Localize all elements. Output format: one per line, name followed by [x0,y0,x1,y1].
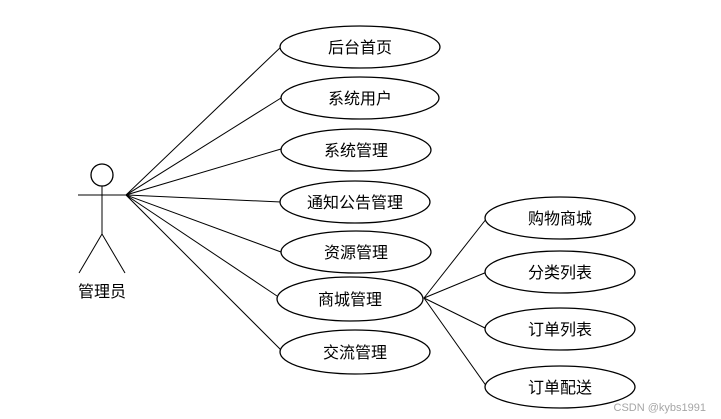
assoc-line-7 [125,194,282,351]
assoc-line-2 [125,97,282,196]
use-case-label: 系统用户 [328,89,392,108]
actor-figure [78,163,126,274]
watermark-text: CSDN @kybs1991 [614,402,706,414]
assoc-line-4 [125,194,282,203]
use-case-1[interactable]: 后台首页 [279,25,441,69]
actor-associations [125,44,284,351]
use-case-label: 购物商城 [528,209,592,228]
use-case-3[interactable]: 系统管理 [280,128,432,172]
assoc-line-5 [125,194,282,253]
mall-assoc-line-4 [423,297,488,388]
assoc-line-6 [125,194,278,297]
mall-assoc-line-1 [423,217,488,299]
actor-right-leg [101,233,126,274]
use-case-label: 系统管理 [324,141,388,160]
mall-sub-use-case-2[interactable]: 分类列表 [484,250,636,294]
use-case-label: 交流管理 [323,343,387,362]
actor-left-leg [78,233,103,274]
mall-sub-use-case-3[interactable]: 订单列表 [484,307,636,351]
use-case-label: 通知公告管理 [307,193,403,212]
use-case-4[interactable]: 通知公告管理 [279,180,431,224]
mall-associations [423,217,488,388]
use-case-label: 后台首页 [328,38,392,57]
use-case-label: 订单列表 [528,320,592,339]
use-case-7[interactable]: 交流管理 [279,329,431,375]
mall-assoc-line-3 [423,297,488,330]
assoc-line-3 [125,148,282,196]
use-case-6[interactable]: 商城管理 [276,276,424,322]
use-case-5[interactable]: 资源管理 [280,230,432,274]
actor-head [90,163,114,187]
use-case-label: 分类列表 [528,263,592,282]
mall-sub-use-case-4[interactable]: 订单配送 [484,365,636,409]
assoc-line-1 [125,44,284,196]
use-case-label: 资源管理 [324,243,388,262]
actor-label: 管理员 [78,282,126,301]
mall-assoc-line-2 [423,271,488,299]
use-case-2[interactable]: 系统用户 [280,76,440,120]
mall-sub-use-case-1[interactable]: 购物商城 [484,196,636,240]
use-case-label: 商城管理 [318,290,382,309]
use-case-label: 订单配送 [528,378,592,397]
